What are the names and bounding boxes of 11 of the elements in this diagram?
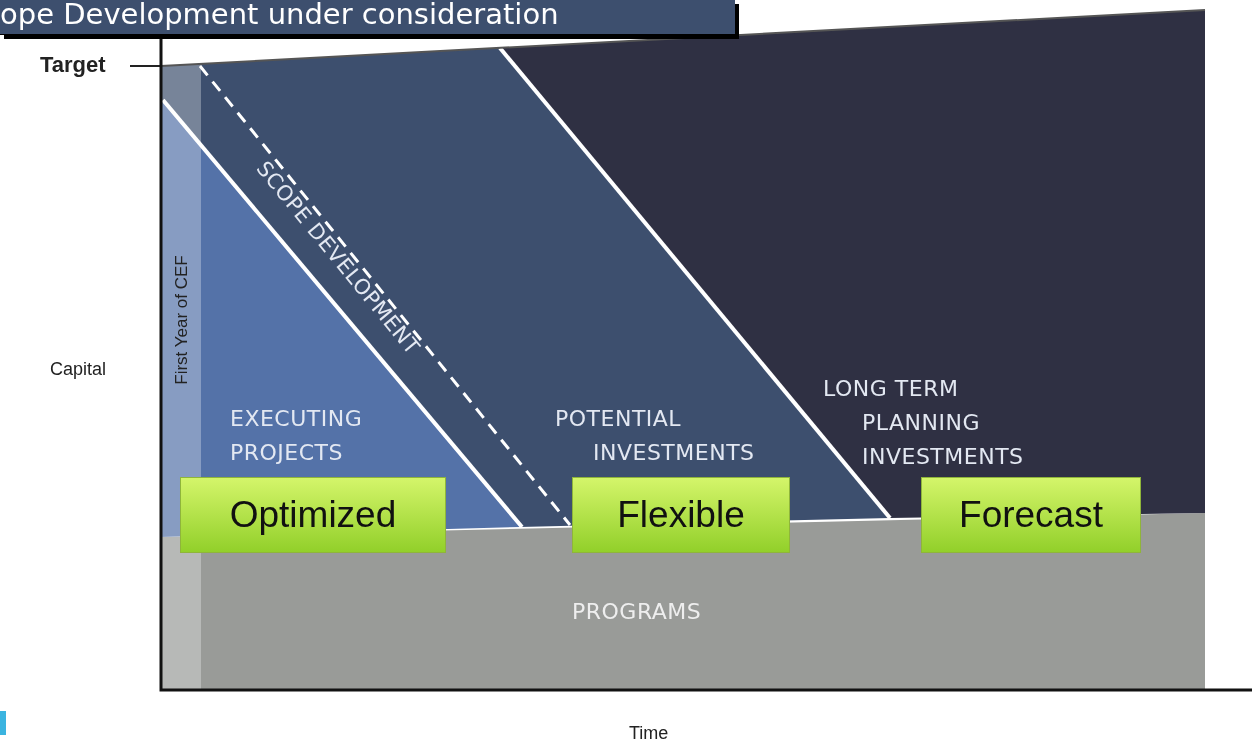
label-box: Optimized xyxy=(180,477,446,553)
axis-label: Time xyxy=(629,723,669,744)
region-label: POTENTIAL INVESTMENTS xyxy=(555,405,756,467)
label-box: Forecast xyxy=(921,477,1141,553)
axis-note: First Year of CEF xyxy=(172,255,192,385)
region-label: EXECUTING PROJECTS xyxy=(230,405,364,467)
target-label: Target xyxy=(40,52,106,78)
region-label: LONG TERM PLANNING INVESTMENTS xyxy=(823,375,1023,471)
label-box: Flexible xyxy=(572,477,790,553)
axis-label: Capital xyxy=(50,359,107,380)
region-label: PROGRAMS xyxy=(572,598,702,626)
